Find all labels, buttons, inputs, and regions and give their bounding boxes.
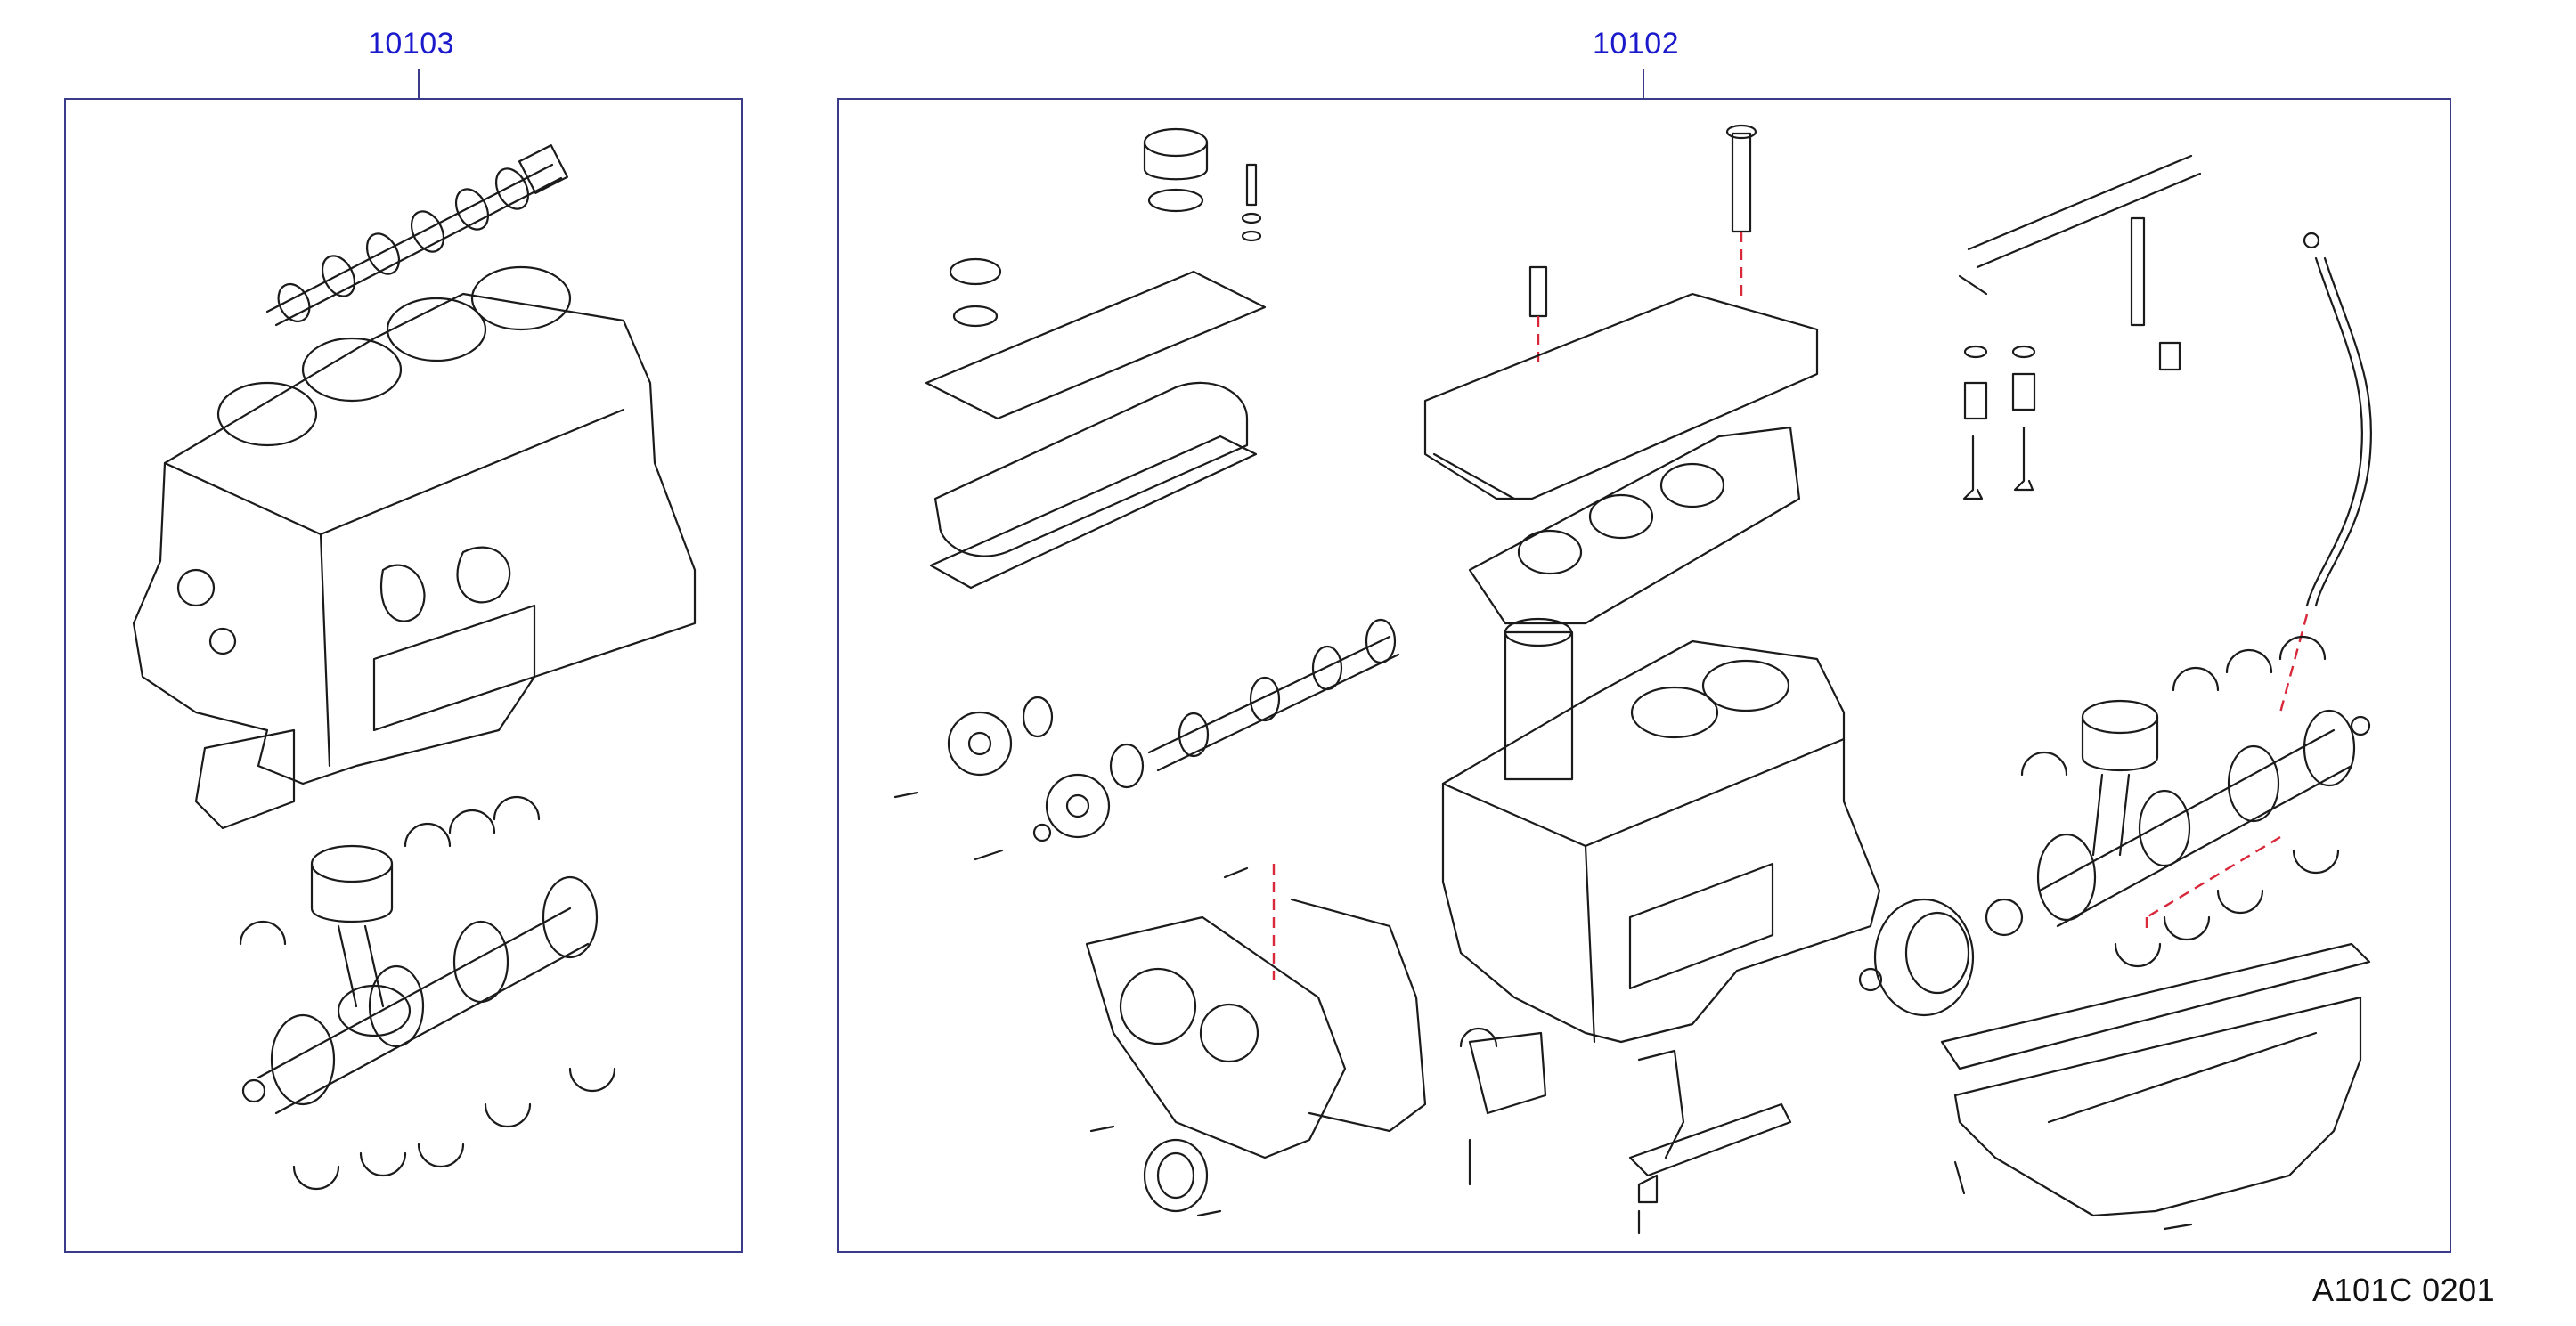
cylinder-head bbox=[1423, 292, 1819, 625]
timing-gears bbox=[893, 618, 1400, 861]
bearing-cap-right bbox=[1459, 1027, 1498, 1048]
callout-10103: 10103 bbox=[368, 27, 455, 61]
piston-crank-right bbox=[2020, 635, 2371, 968]
head-bolt bbox=[1528, 124, 1757, 365]
oil-filler-cap bbox=[949, 127, 1262, 328]
crank-pulley bbox=[1858, 898, 2024, 1017]
oil-strainer bbox=[1628, 1049, 1792, 1235]
frame-10103 bbox=[64, 98, 743, 1253]
piston-crank-left bbox=[239, 795, 616, 1191]
oil-dipstick bbox=[2278, 232, 2373, 713]
oil-pan bbox=[1940, 942, 2371, 1231]
callout-10102: 10102 bbox=[1593, 27, 1680, 61]
rocker-cover bbox=[925, 270, 1267, 590]
cylinder-block-right bbox=[1441, 617, 1881, 1186]
diagram-code: A101C 0201 bbox=[2312, 1272, 2496, 1308]
valve-train bbox=[1958, 154, 2202, 500]
camshaft-left bbox=[265, 144, 568, 327]
cylinder-block-left bbox=[132, 265, 697, 830]
frame-10102 bbox=[837, 98, 2451, 1253]
timing-cover bbox=[1085, 864, 1427, 1217]
